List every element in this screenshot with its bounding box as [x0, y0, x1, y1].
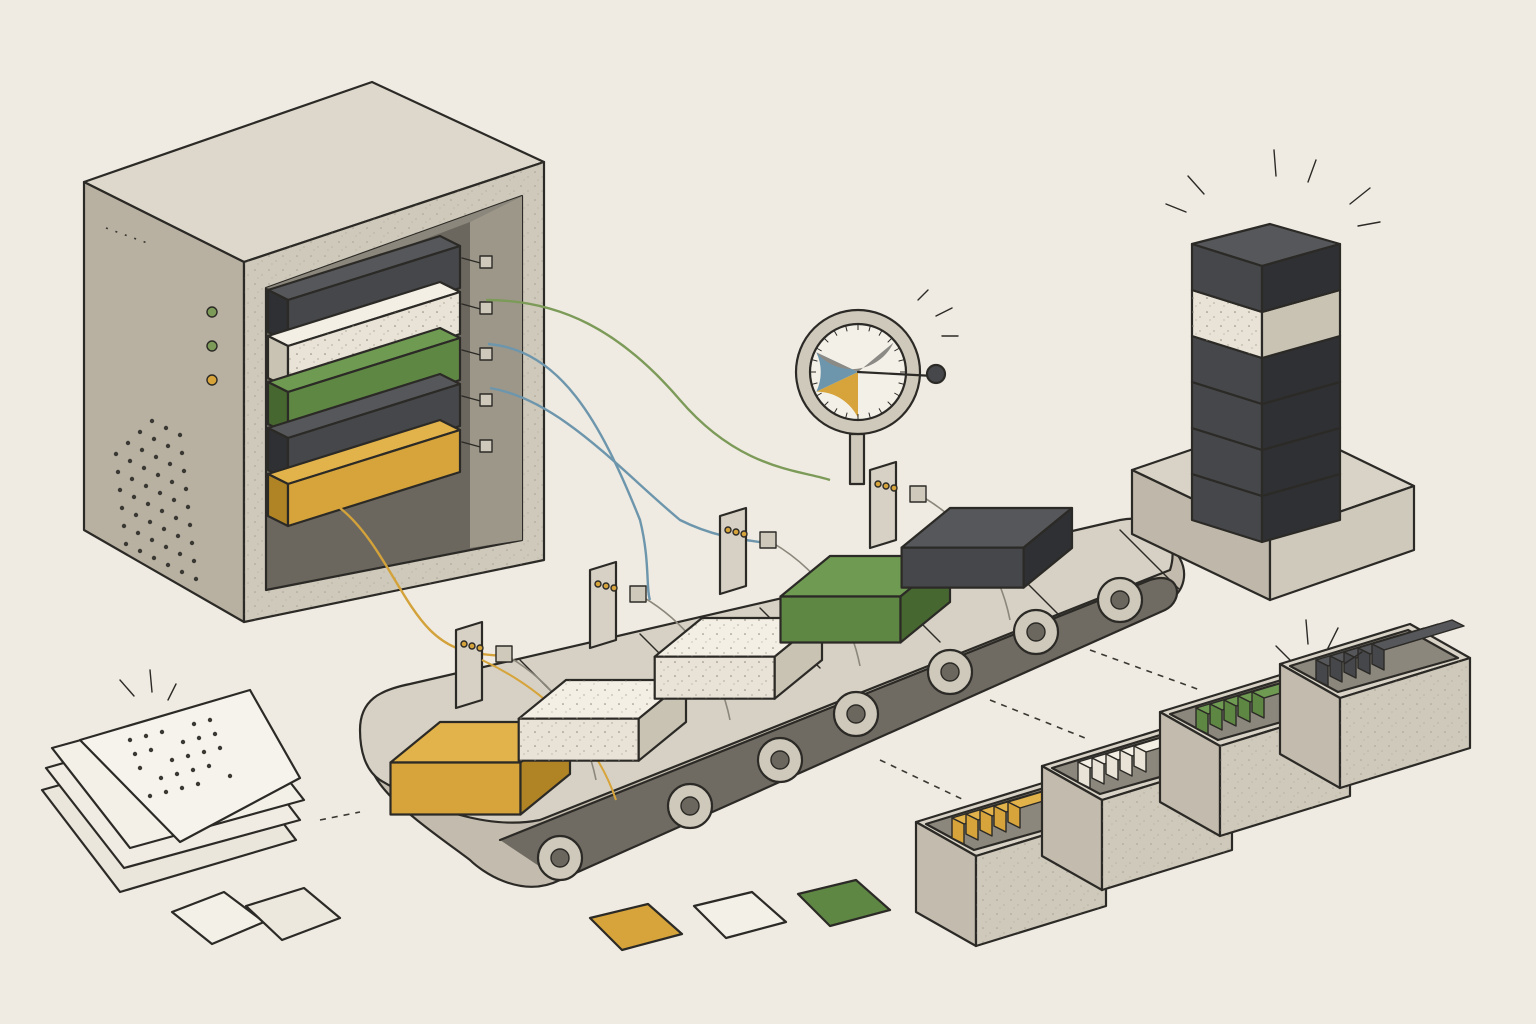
indicator-light-icon [732, 528, 740, 536]
vent-holes [113, 418, 199, 582]
roller-icon [1012, 608, 1060, 656]
server-drawers [266, 234, 493, 528]
roller-icon [1096, 576, 1144, 624]
gauge-segment-gauge_gray [816, 342, 894, 372]
roller-icon [756, 736, 804, 784]
pressure-gauge-icon [794, 289, 959, 486]
belt-block-charcoal [900, 506, 1074, 589]
connector-icon [629, 585, 647, 603]
connector-icon [909, 485, 927, 503]
server-cabinet-icon [82, 80, 546, 624]
gauge-knob-icon [925, 363, 947, 385]
conveyor-belt-icon [358, 460, 1301, 888]
sorting-bins [914, 619, 1472, 948]
status-led-icon [206, 374, 218, 386]
gauge-segment-gauge_blue [816, 352, 858, 392]
blank-card [170, 890, 266, 946]
blank-card [244, 886, 342, 942]
gauge-segment-ochre [816, 372, 858, 418]
document-stack-icon [40, 669, 342, 946]
gauge-dial [816, 342, 894, 418]
sparkle-icon [119, 669, 177, 701]
tower-block-charcoal [1190, 222, 1342, 314]
color-swatch-icon [588, 902, 684, 952]
connector-icon [479, 301, 493, 315]
stacked-block-tower-icon [1130, 149, 1416, 602]
indicator-light-icon [468, 642, 476, 650]
sparkle-icon [1165, 149, 1381, 227]
indicator-light-icon [610, 584, 618, 592]
server-drawer [266, 418, 493, 528]
status-led-icon [206, 306, 218, 318]
indicator-light-icon [874, 480, 882, 488]
roller-icon [926, 648, 974, 696]
sorting-bin-green [1158, 667, 1352, 838]
indicator-light-icon [882, 482, 890, 490]
connector-icon [479, 255, 493, 269]
color-swatch-icon [796, 878, 892, 928]
sorting-bin-charcoal [1278, 619, 1472, 790]
status-led-icon [206, 340, 218, 352]
connector-icon [479, 439, 493, 453]
guide-lines [319, 649, 1201, 821]
sorting-gate [718, 506, 861, 667]
indicator-light-icon [724, 526, 732, 534]
color-swatch-icon [692, 890, 788, 940]
roller-icon [832, 690, 880, 738]
belt-rollers [536, 576, 1144, 882]
indicator-light-icon [476, 644, 484, 652]
indicator-light-icon [594, 580, 602, 588]
roller-icon [536, 834, 584, 882]
connector-icon [479, 347, 493, 361]
indicator-light-icon [740, 530, 748, 538]
indicator-light-icon [602, 582, 610, 590]
connector-icon [759, 531, 777, 549]
belt-block-cream [517, 678, 688, 762]
connector-icon [495, 645, 513, 663]
connector-icon [479, 393, 493, 407]
indicator-light-icon [890, 484, 898, 492]
belt-blocks [389, 506, 1074, 816]
color-swatches [588, 878, 892, 952]
indicator-light-icon [460, 640, 468, 648]
roller-icon [666, 782, 714, 830]
